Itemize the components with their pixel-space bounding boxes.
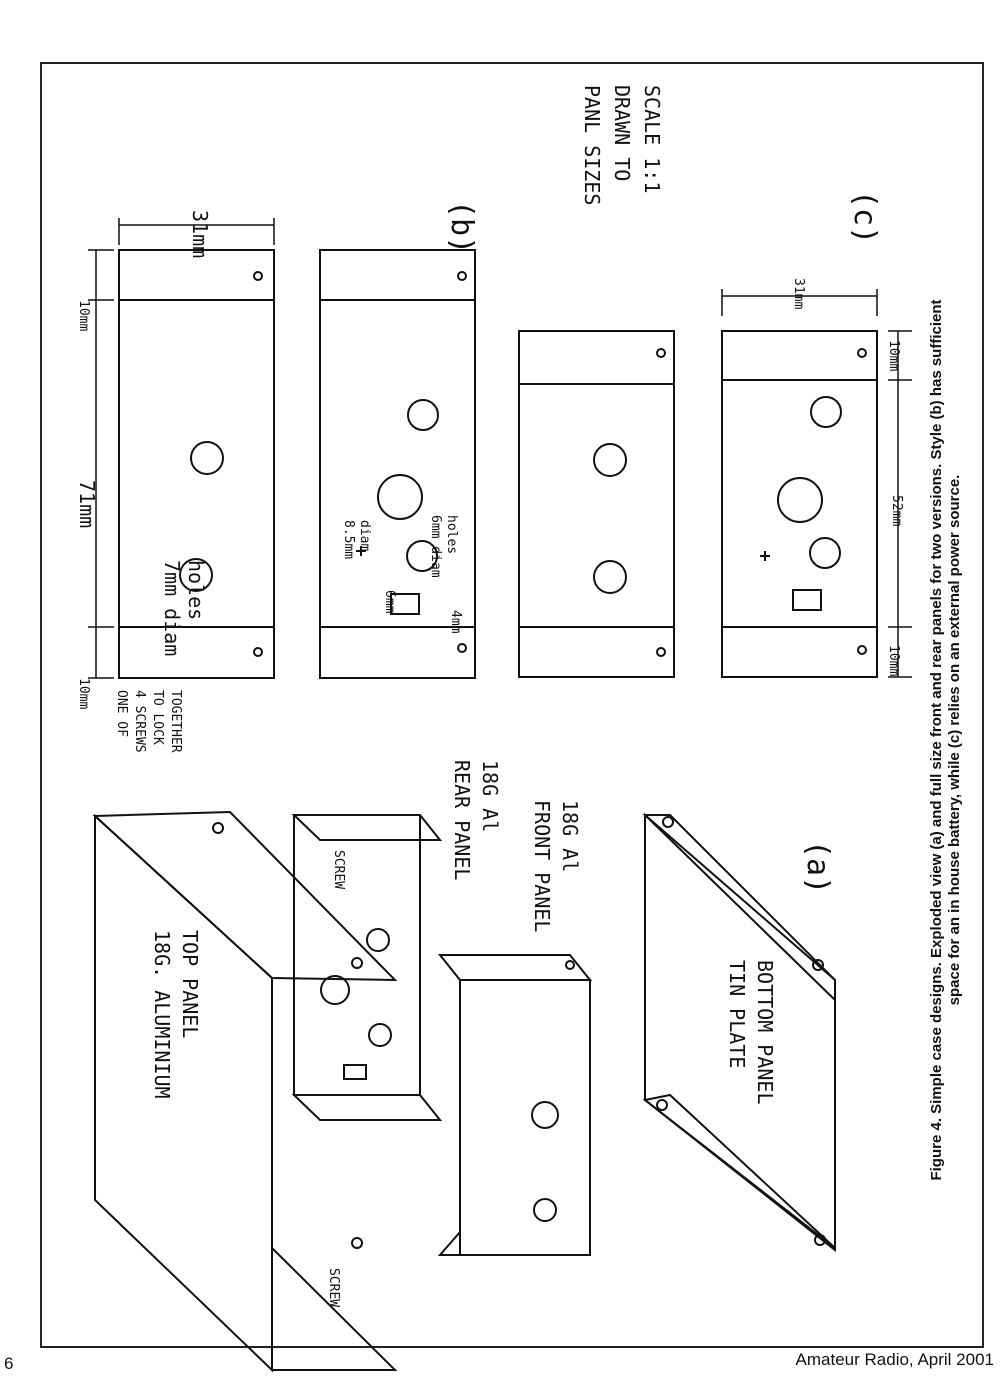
b-end-dimension: 10mm <box>76 678 91 709</box>
screw-note: TO LOCK <box>150 690 165 745</box>
panel-b-bottom <box>319 249 476 679</box>
b-switch-width: 6mm <box>382 590 397 614</box>
bottom-panel-exploded <box>642 812 836 1253</box>
hole-6mm <box>406 540 438 572</box>
c-scale-note: SCALE 1:1 <box>640 85 664 193</box>
hole-6mm <box>407 399 439 431</box>
caption-line-2: space for an in house battery, while (c)… <box>946 474 963 1006</box>
c-end-dimension: 10mm <box>886 645 901 676</box>
b-holes-note: 7mm diam <box>160 560 184 656</box>
b-switch-height: 4mm <box>448 610 463 634</box>
panel-b-top <box>118 249 275 679</box>
bottom-panel-label: TIN PLATE <box>725 960 749 1068</box>
b-large-hole-note: 8.5mm <box>341 520 356 559</box>
c-width-dimension: 31mm <box>791 278 806 309</box>
b-width-dimension: 31mm <box>188 210 212 258</box>
screw-label: SCREW <box>331 850 346 889</box>
screw-note: ONE OF <box>114 690 129 737</box>
c-scale-note: PANL SIZES <box>580 85 604 205</box>
hole-7mm <box>179 558 213 592</box>
front-panel-exploded <box>437 954 593 1256</box>
screw-note: 4 SCREWS <box>132 690 147 753</box>
hole-8-5mm <box>377 474 423 520</box>
bottom-panel-label: BOTTOM PANEL <box>753 960 777 1105</box>
b-large-hole-note: diam <box>357 520 372 551</box>
b-small-holes-note: 6mm diam <box>428 515 443 578</box>
figure-caption: Figure 4. Simple case designs. Exploded … <box>928 130 964 1350</box>
c-scale-note: DRAWN TO <box>610 85 634 181</box>
b-small-holes-note: holes <box>444 515 459 554</box>
hole-7mm <box>190 441 224 475</box>
journal-title: Amateur Radio, April 2001 <box>795 1350 994 1369</box>
b-end-dimension: 10mm <box>76 300 91 331</box>
b-length-dimension: 71mm <box>75 480 99 528</box>
top-panel-label: TOP PANEL <box>178 930 202 1038</box>
c-end-dimension: 10mm <box>886 340 901 371</box>
top-panel-exploded <box>92 810 398 1373</box>
switch-cutout <box>390 593 420 615</box>
screw-note: TOGETHER <box>168 690 183 753</box>
front-panel-label: FRONT PANEL <box>530 800 554 932</box>
dimension-lines-b <box>88 218 275 679</box>
panel-c-top <box>518 330 675 678</box>
view-a-label: (a) <box>800 840 835 894</box>
page-number: 6 <box>4 1354 14 1373</box>
rear-panel-exploded <box>291 814 443 1121</box>
view-c-label: (c) <box>847 190 882 244</box>
caption-line-1: Figure 4. Simple case designs. Exploded … <box>928 299 945 1181</box>
c-length-dimension: 52mm <box>889 495 904 526</box>
view-b-label: (b) <box>444 200 479 254</box>
rear-panel-label: 18G Al <box>478 760 502 832</box>
panel-c-bottom <box>721 330 878 678</box>
screw-label: SCREW <box>326 1268 341 1307</box>
b-holes-note: holes <box>184 560 208 620</box>
rear-panel-label: REAR PANEL <box>450 760 474 880</box>
top-panel-label: 18G. ALUMINIUM <box>150 930 174 1099</box>
figure-frame <box>40 62 984 1348</box>
dimension-lines-c <box>721 289 912 678</box>
front-panel-label: 18G Al <box>558 800 582 872</box>
